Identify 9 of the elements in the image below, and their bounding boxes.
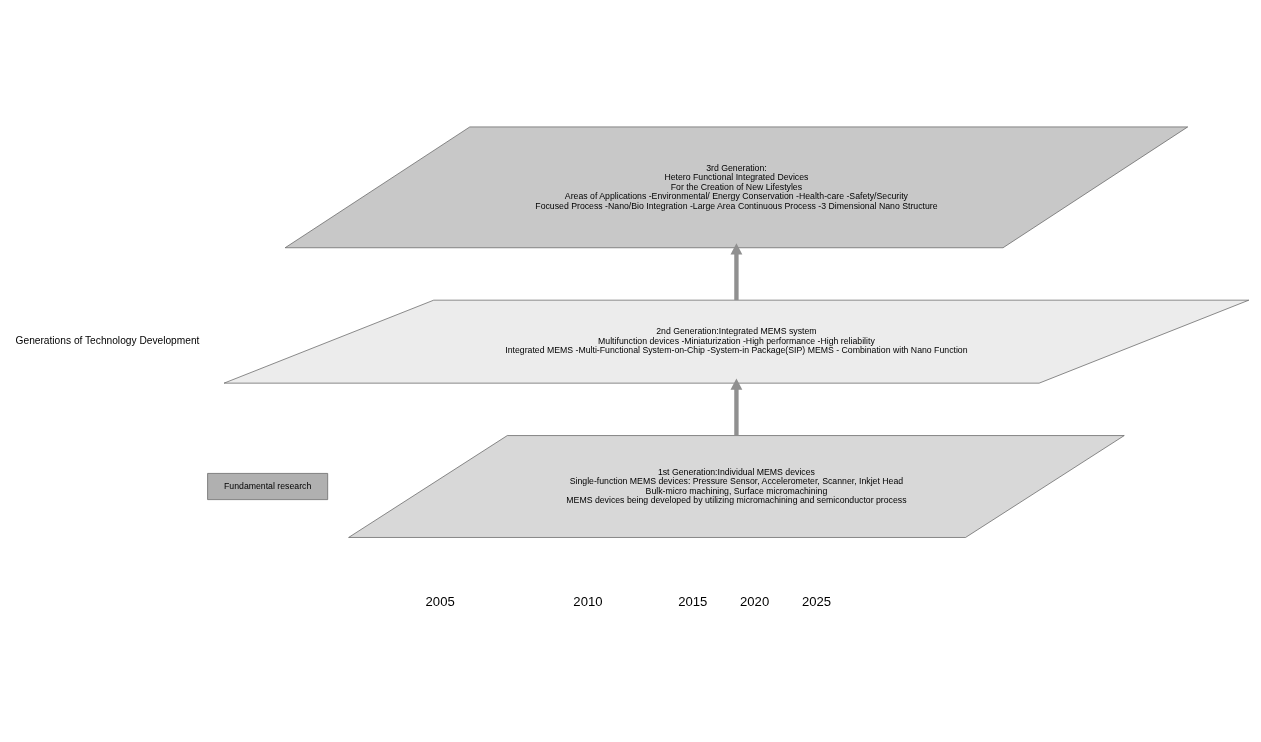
arrow xyxy=(730,242,743,300)
label: 2010 xyxy=(573,593,603,609)
label: 2025 xyxy=(801,593,832,609)
label: Generations of Technology Development xyxy=(15,334,200,346)
label: 2020 xyxy=(740,593,770,609)
arrow xyxy=(730,377,743,435)
node-box: Fundamental research xyxy=(207,472,329,500)
label: 2005 xyxy=(425,593,455,609)
label: 2015 xyxy=(678,593,708,609)
